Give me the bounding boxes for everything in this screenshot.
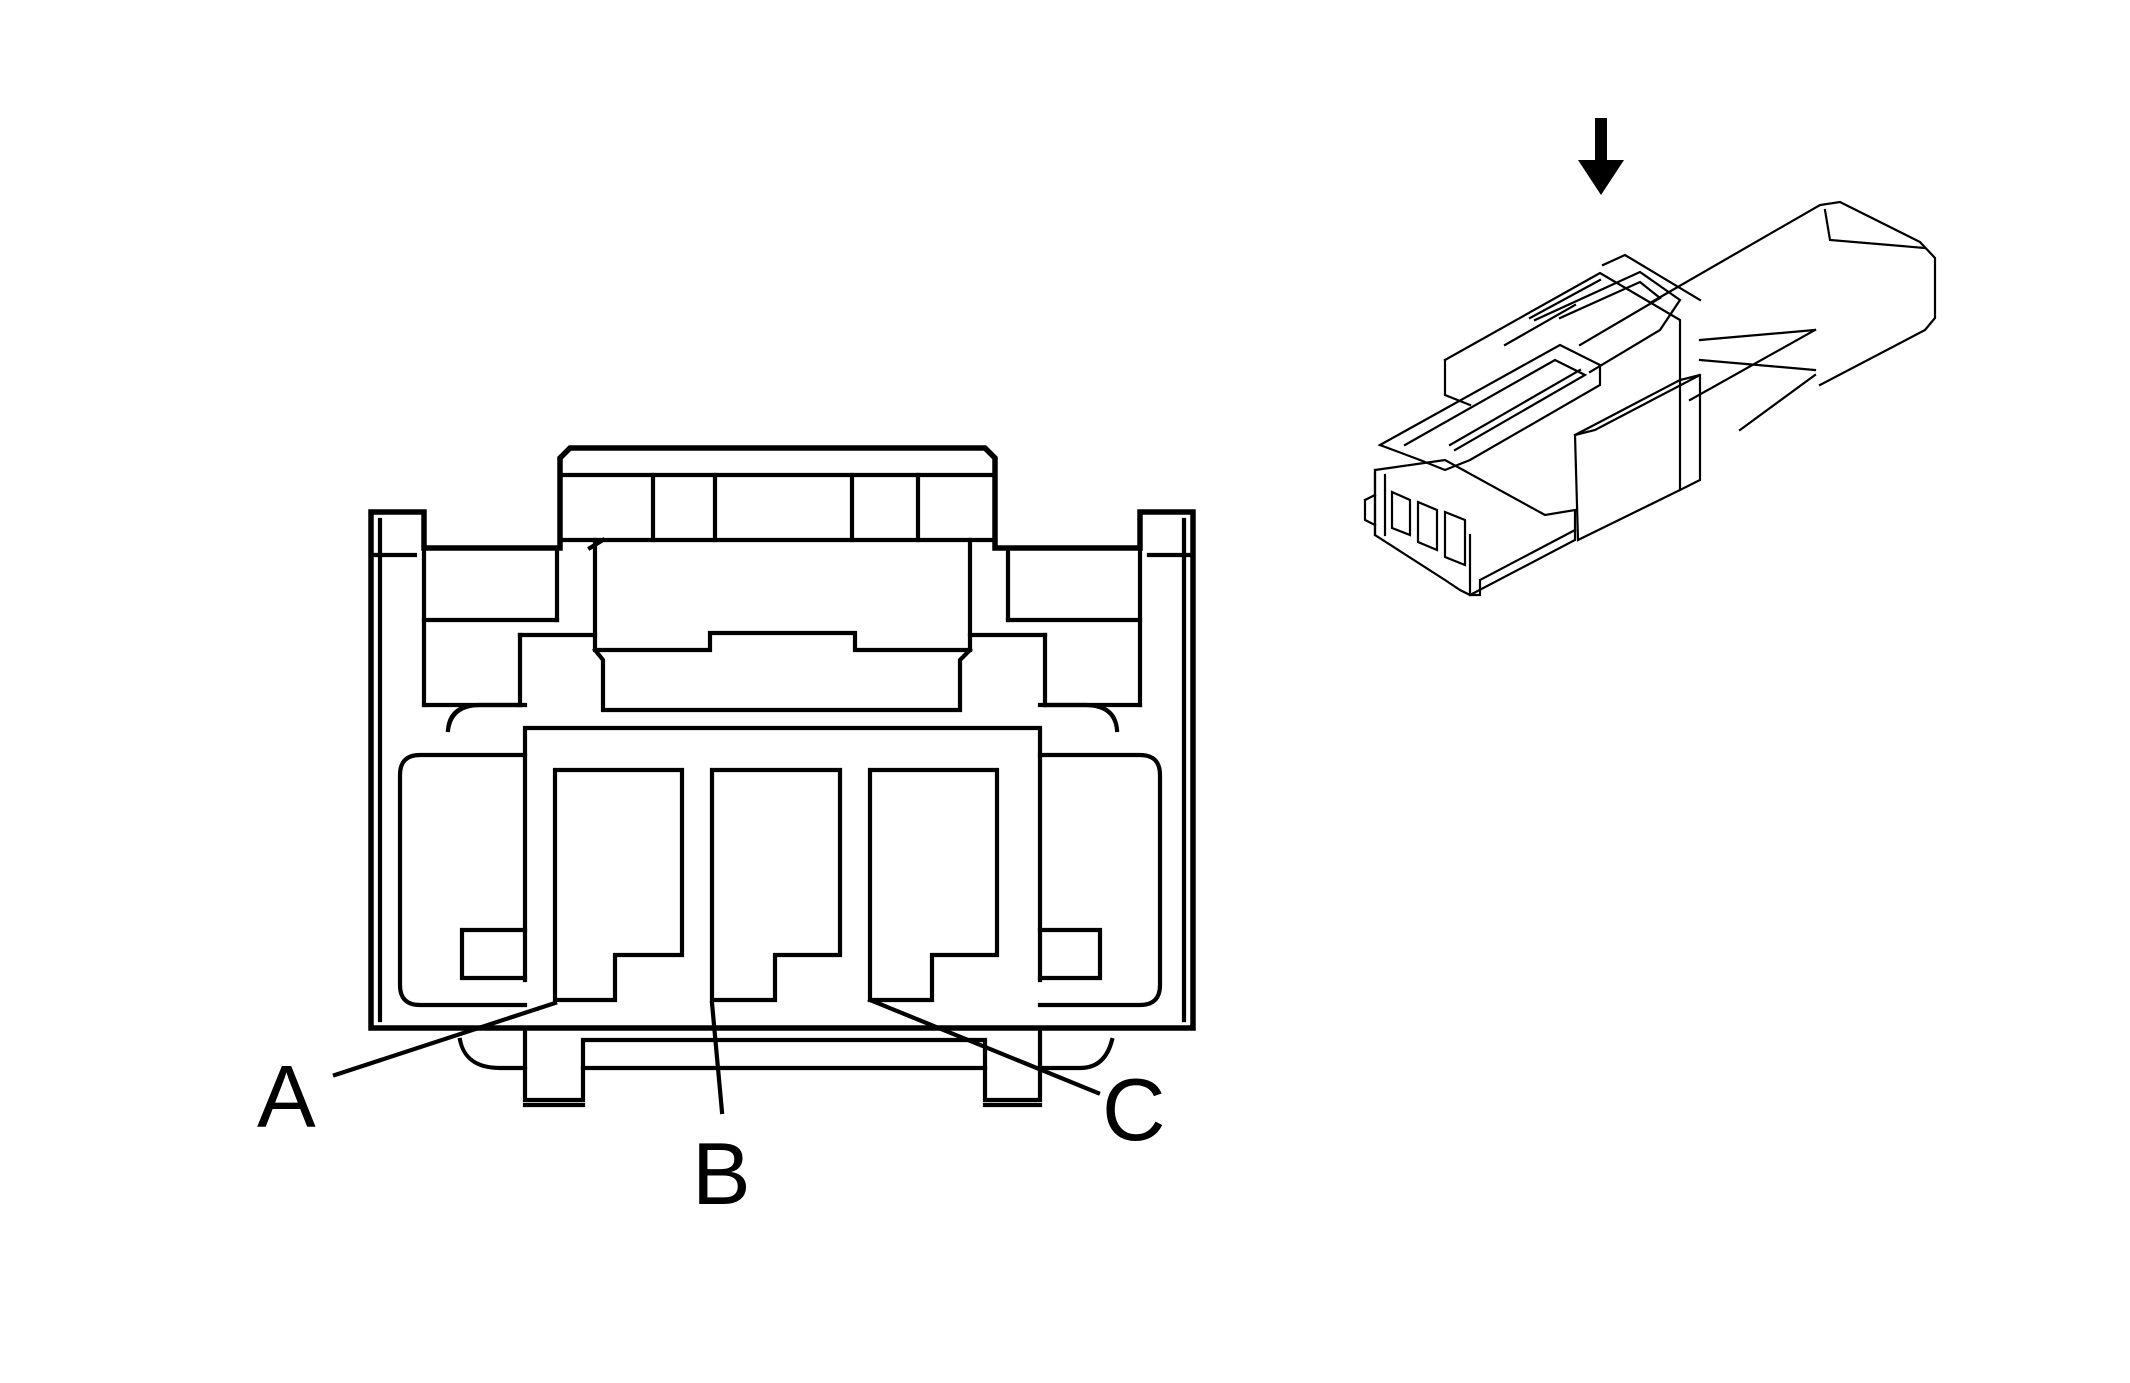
connector-isometric-view (1363, 200, 1937, 597)
pin-label-c: C (1102, 1060, 1166, 1159)
leader-b (709, 1000, 725, 1115)
leader-c (867, 997, 1101, 1096)
cavity-b (709, 767, 843, 1003)
terminal-block (522, 725, 1043, 983)
outer-housing (368, 445, 1196, 1031)
pin-label-a: A (257, 1047, 316, 1146)
connector-front-view (368, 445, 1196, 1108)
pin-label-b: B (692, 1124, 751, 1223)
down-arrow-icon (1578, 118, 1624, 195)
leader-lines (332, 997, 1101, 1115)
leader-a (332, 1000, 558, 1078)
locking-tab (592, 537, 973, 653)
cavity-c (867, 767, 1000, 1003)
cavity-a (552, 767, 685, 1003)
